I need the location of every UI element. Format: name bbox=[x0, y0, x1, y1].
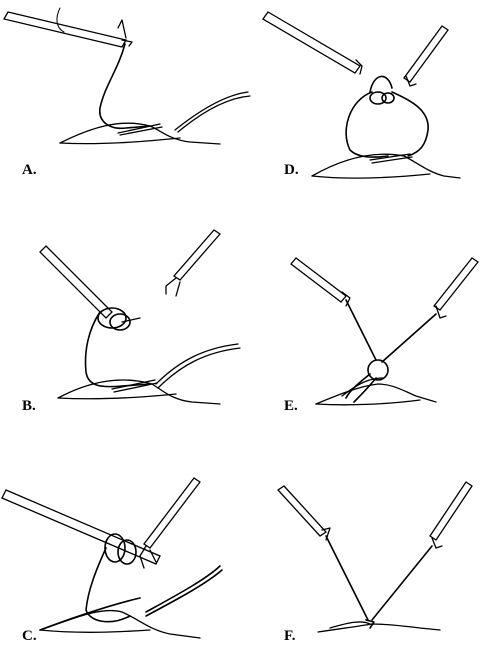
panel-label-f: F. bbox=[284, 628, 296, 644]
panel-f-illustration bbox=[278, 482, 472, 632]
panel-label-a: A. bbox=[22, 162, 37, 178]
panel-a-illustration bbox=[4, 8, 250, 144]
panel-label-e: E. bbox=[284, 398, 298, 414]
panel-b-illustration bbox=[40, 230, 240, 404]
panel-c-illustration bbox=[2, 478, 222, 638]
panel-d-illustration bbox=[263, 12, 460, 178]
panel-label-d: D. bbox=[284, 162, 299, 178]
panel-label-c: C. bbox=[22, 628, 37, 644]
panel-e-illustration bbox=[291, 258, 478, 405]
panel-label-b: B. bbox=[22, 398, 36, 414]
